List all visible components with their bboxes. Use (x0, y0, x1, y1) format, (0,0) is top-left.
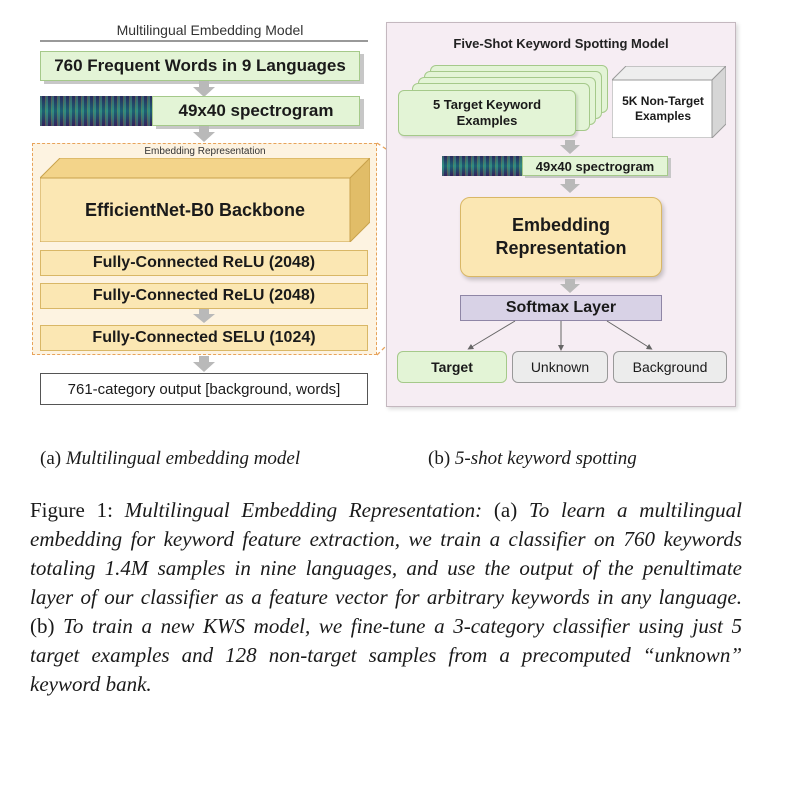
figure-caption: Figure 1: Multilingual Embedding Represe… (30, 496, 742, 699)
arrow-down-icon (193, 126, 215, 144)
fc-relu-2-label: Fully-Connected ReLU (2048) (92, 287, 316, 304)
output-target-box: Target (397, 351, 507, 383)
non-target-block: 5K Non-Target Examples (612, 66, 726, 138)
arrow-down-icon (193, 356, 215, 374)
arrow-down-icon (560, 140, 582, 158)
arrow-down-icon (193, 309, 215, 327)
target-examples-label: 5 Target Keyword Examples (432, 97, 542, 128)
non-target-label: 5K Non-Target Examples (622, 94, 704, 123)
arrow-down-icon (193, 81, 215, 99)
backbone-label: EfficientNet-B0 Backbone (84, 199, 306, 220)
output-box-a: 761-category output [background, words] (40, 373, 368, 405)
fc-relu-1-label: Fully-Connected ReLU (2048) (92, 254, 316, 271)
embedding-label-b: Embedding Representation (495, 215, 627, 258)
embedding-box-b: Embedding Representation (460, 197, 662, 277)
backbone-block: EfficientNet-B0 Backbone (40, 158, 370, 242)
caption-a-label: (a) (493, 498, 518, 522)
subcaption-b: (b) 5-shot keyword spotting (428, 448, 637, 470)
arrow-down-icon (560, 179, 582, 197)
caption-b-text: To train a new KWS model, we fine-tune a… (30, 614, 742, 696)
output-unknown-label: Unknown (530, 359, 590, 375)
caption-b-label: (b) (30, 614, 55, 638)
subcaption-b-text: 5-shot keyword spotting (454, 448, 637, 469)
spectrogram-image-b (442, 156, 522, 176)
softmax-box: Softmax Layer (460, 295, 662, 321)
softmax-label: Softmax Layer (505, 299, 617, 316)
subcaption-a-label: (a) (40, 448, 62, 469)
spectrogram-box-b: 49x40 spectrogram (522, 156, 668, 176)
target-examples-box: 5 Target Keyword Examples (398, 90, 576, 136)
arrow-down-icon (560, 279, 582, 297)
panel-b-title: Five-Shot Keyword Spotting Model (453, 36, 669, 51)
spectrogram-row-b: 49x40 spectrogram (442, 156, 668, 176)
spectrogram-label-a: 49x40 spectrogram (178, 101, 334, 120)
embedding-region-label: Embedding Representation (144, 146, 266, 157)
fc-relu-1-box: Fully-Connected ReLU (2048) (40, 250, 368, 276)
panel-a-title-rule (40, 40, 368, 42)
output-target-label: Target (431, 359, 473, 375)
spectrogram-box-a: 49x40 spectrogram (152, 96, 360, 126)
output-background-label: Background (632, 359, 708, 375)
caption-fig-label: Figure 1: (30, 498, 113, 522)
spectrogram-image-a (40, 96, 152, 126)
output-unknown-box: Unknown (512, 351, 608, 383)
spectrogram-label-b: 49x40 spectrogram (535, 158, 655, 174)
input-words-label: 760 Frequent Words in 9 Languages (54, 56, 346, 75)
caption-a-text: To learn a multilingual embedding for ke… (30, 498, 742, 609)
fc-selu-box: Fully-Connected SELU (1024) (40, 325, 368, 351)
subcaption-a: (a) Multilingual embedding model (40, 448, 300, 470)
panel-a-title: Multilingual Embedding Model (116, 22, 304, 38)
output-background-box: Background (613, 351, 727, 383)
fc-selu-label: Fully-Connected SELU (1024) (92, 329, 316, 346)
fc-relu-2-box: Fully-Connected ReLU (2048) (40, 283, 368, 309)
subcaption-b-label: (b) (428, 448, 451, 469)
caption-title: Multilingual Embedding Representation: (124, 498, 483, 522)
spectrogram-row-a: 49x40 spectrogram (40, 96, 360, 126)
subcaption-a-text: Multilingual embedding model (65, 448, 301, 469)
input-words-box: 760 Frequent Words in 9 Languages (40, 51, 360, 81)
output-label-a: 761-category output [background, words] (67, 380, 341, 398)
